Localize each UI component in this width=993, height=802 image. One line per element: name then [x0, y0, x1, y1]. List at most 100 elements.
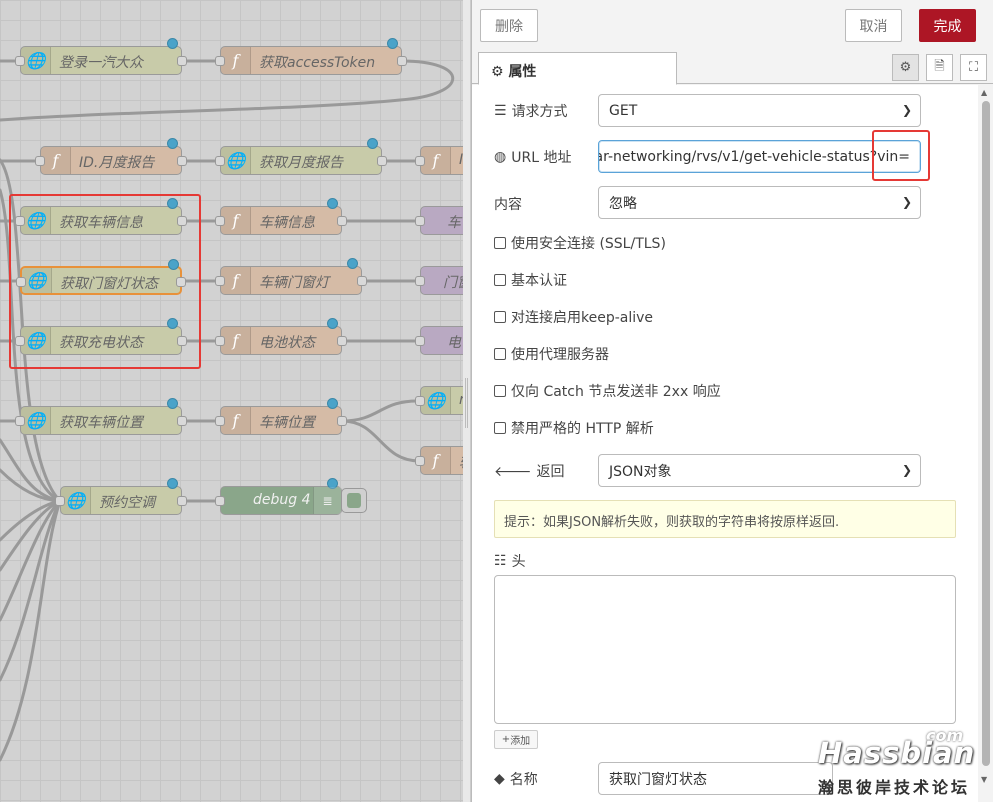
done-button[interactable]: 完成 — [919, 9, 976, 42]
flow-node-get-door[interactable]: 🌐 获取门窗灯状态 — [16, 259, 186, 295]
chevron-down-icon: ❯ — [901, 195, 912, 209]
input-port[interactable] — [215, 496, 225, 506]
strict-http-checkbox[interactable]: 禁用严格的 HTTP 解析 — [494, 418, 654, 438]
flow-node-battery[interactable]: f 电池状态 — [215, 318, 347, 355]
payload-select[interactable]: 忽略 ❯ — [598, 186, 921, 219]
output-port[interactable] — [357, 276, 367, 286]
output-port[interactable] — [397, 56, 407, 66]
input-port[interactable] — [415, 396, 425, 406]
url-label: ◍URL 地址 — [494, 149, 572, 166]
basic-auth-checkbox[interactable]: 基本认证 — [494, 270, 567, 290]
input-port[interactable] — [15, 56, 25, 66]
list-icon: ≣ — [313, 487, 341, 514]
catch-non2xx-checkbox[interactable]: 仅向 Catch 节点发送非 2xx 响应 — [494, 381, 721, 401]
changed-dot-icon — [327, 478, 338, 489]
flow-node-get-vehicle[interactable]: 🌐 获取车辆信息 — [15, 198, 187, 235]
output-port[interactable] — [176, 277, 186, 287]
scrollbar[interactable]: ▲ ▼ — [978, 85, 993, 802]
flow-canvas[interactable]: 🌐 登录一汽大众 f 获取accessToken f ID.月度报告 🌐 获取月… — [0, 0, 471, 802]
input-port[interactable] — [215, 156, 225, 166]
method-select[interactable]: GET ❯ — [598, 94, 921, 127]
changed-dot-icon — [167, 318, 178, 329]
flow-node-token[interactable]: f 获取accessToken — [215, 38, 407, 75]
flow-node-o5[interactable]: f 转 — [415, 446, 471, 475]
output-port[interactable] — [177, 56, 187, 66]
flow-node-get-charge[interactable]: 🌐 获取充电状态 — [15, 318, 187, 355]
input-port[interactable] — [415, 216, 425, 226]
globe-icon: 🌐 — [21, 207, 51, 234]
checkbox-box[interactable] — [494, 274, 506, 286]
input-port[interactable] — [415, 156, 425, 166]
output-port[interactable] — [337, 416, 347, 426]
delete-button[interactable]: 删除 — [480, 9, 538, 42]
cancel-button[interactable]: 取消 — [845, 9, 902, 42]
flow-node-debug[interactable]: debug 4 ≣ — [215, 478, 342, 515]
settings-tab-button[interactable]: ⚙ — [892, 54, 919, 81]
scrollbar-thumb[interactable] — [982, 101, 990, 766]
flow-node-door-fn[interactable]: f 车辆门窗灯 — [215, 258, 367, 295]
payload-label: 内容 — [494, 197, 522, 213]
checkbox-box[interactable] — [494, 237, 506, 249]
flow-node-id-month[interactable]: f ID.月度报告 — [35, 138, 187, 175]
arrow-left-icon: 🡐 — [494, 463, 532, 480]
method-label: ☰请求方式 — [494, 103, 568, 120]
checkbox-box[interactable] — [494, 311, 506, 323]
input-port[interactable] — [15, 416, 25, 426]
return-select[interactable]: JSON对象 ❯ — [598, 454, 921, 487]
input-port[interactable] — [35, 156, 45, 166]
proxy-checkbox[interactable]: 使用代理服务器 — [494, 344, 609, 364]
description-tab-button[interactable]: 🗎 — [926, 54, 953, 81]
changed-dot-icon — [327, 198, 338, 209]
input-port[interactable] — [215, 276, 225, 286]
flow-node-o1[interactable]: 车 — [415, 206, 471, 235]
input-port[interactable] — [215, 416, 225, 426]
node-edit-panel: 删除 取消 完成 ⚙ 属性 ⚙ 🗎 ⛶ ☰请求方式 GET ❯ ◍URL 地址 … — [471, 0, 993, 802]
url-input[interactable]: /car/car-networking/rvs/v1/get-vehicle-s… — [598, 140, 921, 173]
debug-toggle-button[interactable] — [341, 488, 367, 513]
scroll-down-icon[interactable]: ▼ — [981, 775, 988, 784]
input-port[interactable] — [16, 277, 26, 287]
output-port[interactable] — [377, 156, 387, 166]
highlight-box — [9, 194, 201, 369]
flow-node-o4[interactable]: 🌐 r — [415, 386, 471, 415]
output-port[interactable] — [177, 156, 187, 166]
input-port[interactable] — [15, 216, 25, 226]
checkbox-box[interactable] — [494, 422, 506, 434]
add-header-button[interactable]: +添加 — [494, 730, 538, 749]
flow-node-get-month[interactable]: 🌐 获取月度报告 — [215, 138, 387, 175]
ssl-checkbox[interactable]: 使用安全连接 (SSL/TLS) — [494, 233, 666, 253]
wires — [0, 59, 455, 762]
name-input[interactable]: 获取门窗灯状态 — [598, 762, 833, 795]
output-port[interactable] — [337, 216, 347, 226]
output-port[interactable] — [177, 416, 187, 426]
output-port[interactable] — [337, 336, 347, 346]
input-port[interactable] — [55, 496, 65, 506]
function-icon: f — [221, 407, 251, 434]
flow-node-o3[interactable]: 电 — [415, 326, 471, 355]
input-port[interactable] — [215, 56, 225, 66]
headers-list[interactable] — [494, 575, 956, 724]
panel-resize-handle[interactable] — [463, 0, 471, 802]
scroll-up-icon[interactable]: ▲ — [981, 88, 988, 97]
input-port[interactable] — [215, 216, 225, 226]
flow-node-vehicle-info[interactable]: f 车辆信息 — [215, 198, 347, 235]
output-port[interactable] — [177, 336, 187, 346]
output-port[interactable] — [177, 496, 187, 506]
input-port[interactable] — [215, 336, 225, 346]
flow-node-position-fn[interactable]: f 车辆位置 — [215, 398, 347, 435]
input-port[interactable] — [415, 336, 425, 346]
chevron-down-icon: ❯ — [901, 103, 912, 117]
flow-node-login[interactable]: 🌐 登录一汽大众 — [15, 38, 187, 75]
appearance-tab-button[interactable]: ⛶ — [960, 54, 987, 81]
tab-properties[interactable]: ⚙ 属性 — [478, 52, 677, 85]
flow-node-get-position[interactable]: 🌐 获取车辆位置 — [15, 398, 187, 435]
input-port[interactable] — [415, 276, 425, 286]
flow-node-f3[interactable]: f I — [415, 146, 471, 175]
checkbox-box[interactable] — [494, 348, 506, 360]
input-port[interactable] — [15, 336, 25, 346]
flow-node-ac[interactable]: 🌐 预约空调 — [55, 478, 187, 515]
keepalive-checkbox[interactable]: 对连接启用keep-alive — [494, 307, 653, 327]
checkbox-box[interactable] — [494, 385, 506, 397]
output-port[interactable] — [177, 216, 187, 226]
input-port[interactable] — [415, 456, 425, 466]
